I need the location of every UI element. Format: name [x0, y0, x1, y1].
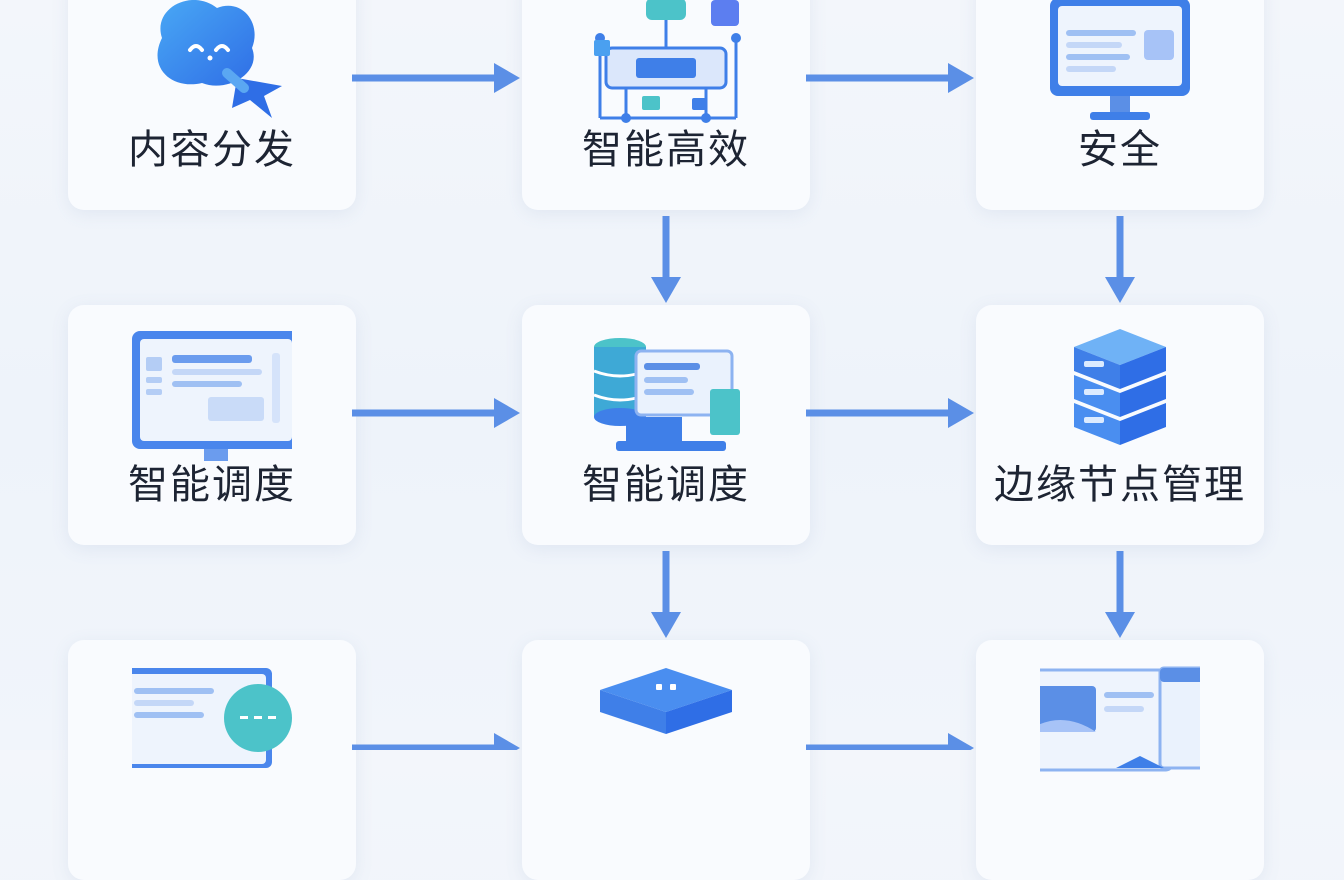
node-label: 安全 — [1078, 127, 1162, 173]
edge-arrow-right — [806, 398, 974, 428]
edge-arrow-down — [1105, 216, 1135, 303]
node-label: 智能调度 — [128, 462, 296, 508]
circuit-board-icon — [594, 0, 741, 123]
node-content-distribution: 内容分发 — [68, 0, 356, 210]
database-terminal-icon — [593, 338, 740, 451]
edges-layer — [352, 63, 1135, 750]
chat-window-icon — [132, 668, 292, 768]
edge-arrow-right — [806, 733, 974, 750]
node-label: 智能高效 — [582, 127, 750, 173]
edge-arrow-right — [806, 63, 974, 93]
edge-arrow-right — [352, 398, 520, 428]
node-intelligent-efficient: 智能高效 — [522, 0, 810, 210]
edge-arrow-down — [651, 216, 681, 303]
edge-arrow-right — [352, 733, 520, 750]
node-edge-node-management: 边缘节点管理 — [976, 305, 1264, 545]
edge-arrow-right — [352, 63, 520, 93]
monitor-dashboard-icon — [132, 331, 292, 461]
node-label: 智能调度 — [582, 462, 750, 508]
node-label: 内容分发 — [128, 127, 296, 173]
edge-arrow-down — [1105, 551, 1135, 638]
node-intelligent-scheduling-left: 智能调度 — [68, 305, 356, 545]
monitor-icon — [1050, 0, 1190, 120]
server-stack-icon — [1074, 329, 1166, 445]
node-intelligent-scheduling-center: 智能调度 — [522, 305, 810, 545]
node-security: 安全 — [976, 0, 1264, 210]
mascot-rocket-icon — [157, 0, 282, 118]
node-label: 边缘节点管理 — [994, 462, 1246, 508]
layered-server-icon — [600, 668, 732, 734]
edge-arrow-down — [651, 551, 681, 638]
